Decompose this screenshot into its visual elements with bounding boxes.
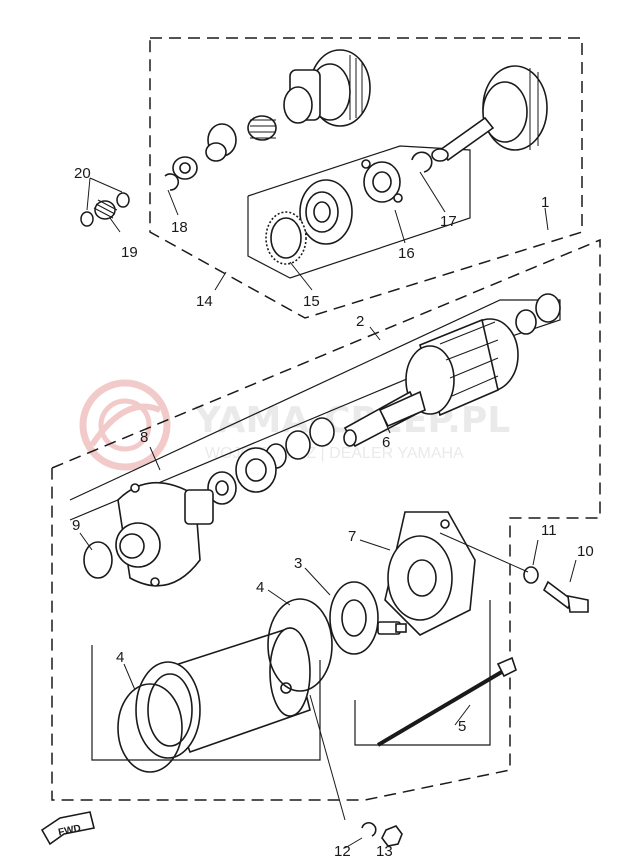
part-7-rear-cover [384,511,476,636]
callout-2: 2 [356,313,364,330]
leader-lines [79,171,577,849]
pinion-shaft [431,65,548,162]
group-box-14 [149,37,583,319]
callout-15: 15 [303,293,320,310]
fwd-arrow-icon: FWD [40,811,95,846]
part-8-front-cover [115,481,214,587]
callout-11: 11 [541,522,557,539]
callout-12: 12 [334,843,351,858]
callout-17: 17 [440,213,457,230]
callout-3: 3 [294,555,302,572]
sub-box-16-15 [247,145,471,279]
part-11-washer [523,566,539,584]
part-18-circlip [164,173,180,191]
part-4-gasket-front [117,683,183,773]
part-13-nut [381,825,403,847]
callout-4b: 4 [116,649,124,666]
part-16-retainer [361,159,403,203]
part-9-oring [83,541,113,579]
part-15-washer [265,211,307,265]
callout-18: 18 [171,219,188,236]
part-collar [299,179,353,245]
callout-20: 20 [74,165,91,182]
part-4-gasket-rear [267,598,333,692]
callout-4a: 4 [256,579,264,596]
part-5-long-bolt [376,656,517,747]
spring-set [172,115,277,180]
parts-20-19 [80,192,130,227]
callout-1: 1 [541,194,549,211]
sub-box-4 [91,645,321,761]
callout-9: 9 [72,517,80,534]
part-2-armature [343,318,519,448]
parts-clutch-group [164,49,548,265]
group-box-1 [51,238,601,801]
callout-7: 7 [348,528,356,545]
callout-labels: 20 19 18 14 15 16 17 1 2 6 8 9 7 3 4 4 1… [72,165,594,860]
washer-a [535,293,561,323]
callout-10: 10 [577,543,594,560]
callout-5: 5 [458,718,466,735]
callout-13: 13 [376,843,393,858]
callout-16: 16 [398,245,415,262]
sub-box-5 [354,600,491,746]
callout-19: 19 [121,244,138,261]
part-brush-ring [235,447,277,493]
fwd-label: FWD [57,823,82,838]
part-17-clip [411,151,433,173]
parts-motor-group [83,293,589,847]
callout-8: 8 [140,429,148,446]
callout-14: 14 [196,293,213,310]
part-3-brush-holder [329,581,407,655]
clutch-assembly [283,49,371,127]
washer-b [515,309,537,335]
part-12-clip [361,822,377,837]
callout-6: 6 [382,434,390,451]
part-10-bolt [542,580,589,613]
part-4-yoke [135,626,311,759]
